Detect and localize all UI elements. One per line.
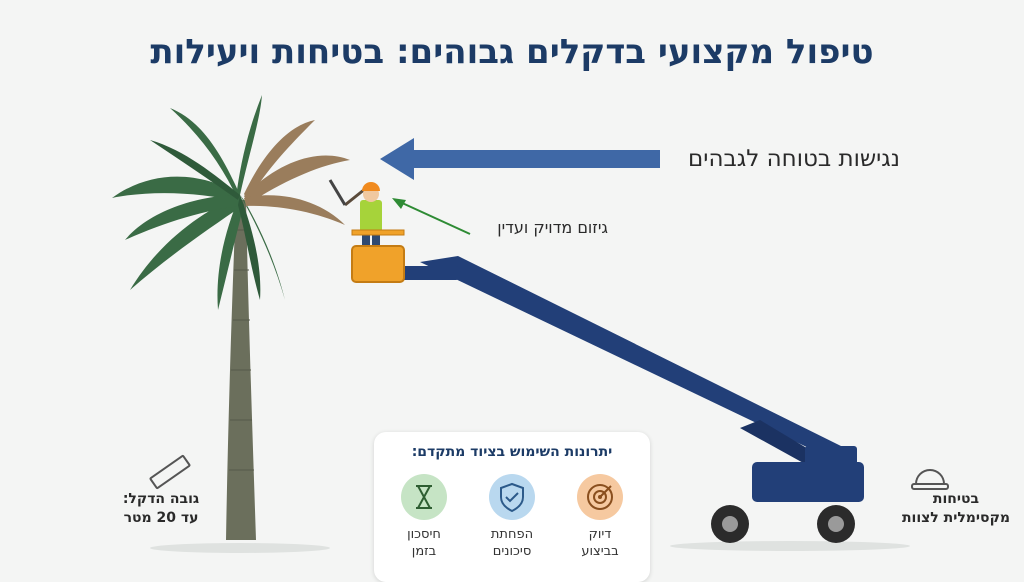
palm-fronds-dry [244, 120, 350, 225]
access-arrow [380, 138, 660, 180]
boom-arm [420, 256, 845, 462]
chassis [752, 462, 864, 502]
aerial-lift [400, 256, 864, 543]
tree-ground-shadow [150, 543, 330, 553]
pruning-pointer-arrow [392, 198, 471, 235]
benefits-panel-title: יתרונות השימוש בציוד מתקדם: [411, 444, 613, 460]
benefits-panel: יתרונות השימוש בציוד מתקדם: דיוק בביצוע … [374, 432, 650, 582]
benefit-time-line2: בזמן [411, 544, 437, 559]
benefit-risk-reduction: הפחתת סיכונים [472, 474, 552, 560]
ruler-icon [149, 455, 191, 489]
palm-tree [112, 95, 350, 540]
tree-height-line1: גובה הדקל: [122, 491, 200, 507]
page-title: טיפול מקצועי בדקלים גבוהים: בטיחות ויעיל… [150, 32, 874, 72]
palm-fronds-green [112, 95, 285, 310]
benefit-risk-line2: סיכונים [492, 544, 532, 559]
team-safety-line1: בטיחות [932, 491, 980, 507]
tree-height-line2: עד 20 מטר [123, 510, 199, 526]
boom-head [400, 266, 458, 280]
lift-bucket [351, 245, 405, 283]
hourglass-icon [401, 474, 447, 520]
worker-vest [360, 200, 382, 234]
benefit-time-line1: חיסכון [407, 527, 441, 542]
benefit-precision-line1: דיוק [588, 527, 612, 542]
pruning-label: גיזום מדויק ועדין [497, 218, 608, 237]
worker-in-bucket [328, 179, 405, 283]
team-safety-label: בטיחות מקסימלית לצוות [896, 490, 1016, 528]
lift-ground-shadow [670, 541, 910, 551]
trunk-rings [229, 229, 254, 471]
hard-hat [362, 182, 380, 191]
shield-check-icon [489, 474, 535, 520]
benefit-risk-line1: הפחתת [490, 527, 534, 542]
tree-height-label: גובה הדקל: עד 20 מטר [122, 490, 200, 528]
team-safety-line2: מקסימלית לצוות [901, 510, 1011, 526]
benefit-precision-line2: בביצוע [581, 544, 619, 559]
palm-fronds-dark [150, 140, 261, 300]
benefit-precision: דיוק בביצוע [560, 474, 640, 560]
benefit-time-saving: חיסכון בזמן [384, 474, 464, 560]
hard-hat-icon [911, 469, 949, 490]
access-label: נגישות בטוחה לגבהים [688, 146, 900, 172]
target-icon [577, 474, 623, 520]
